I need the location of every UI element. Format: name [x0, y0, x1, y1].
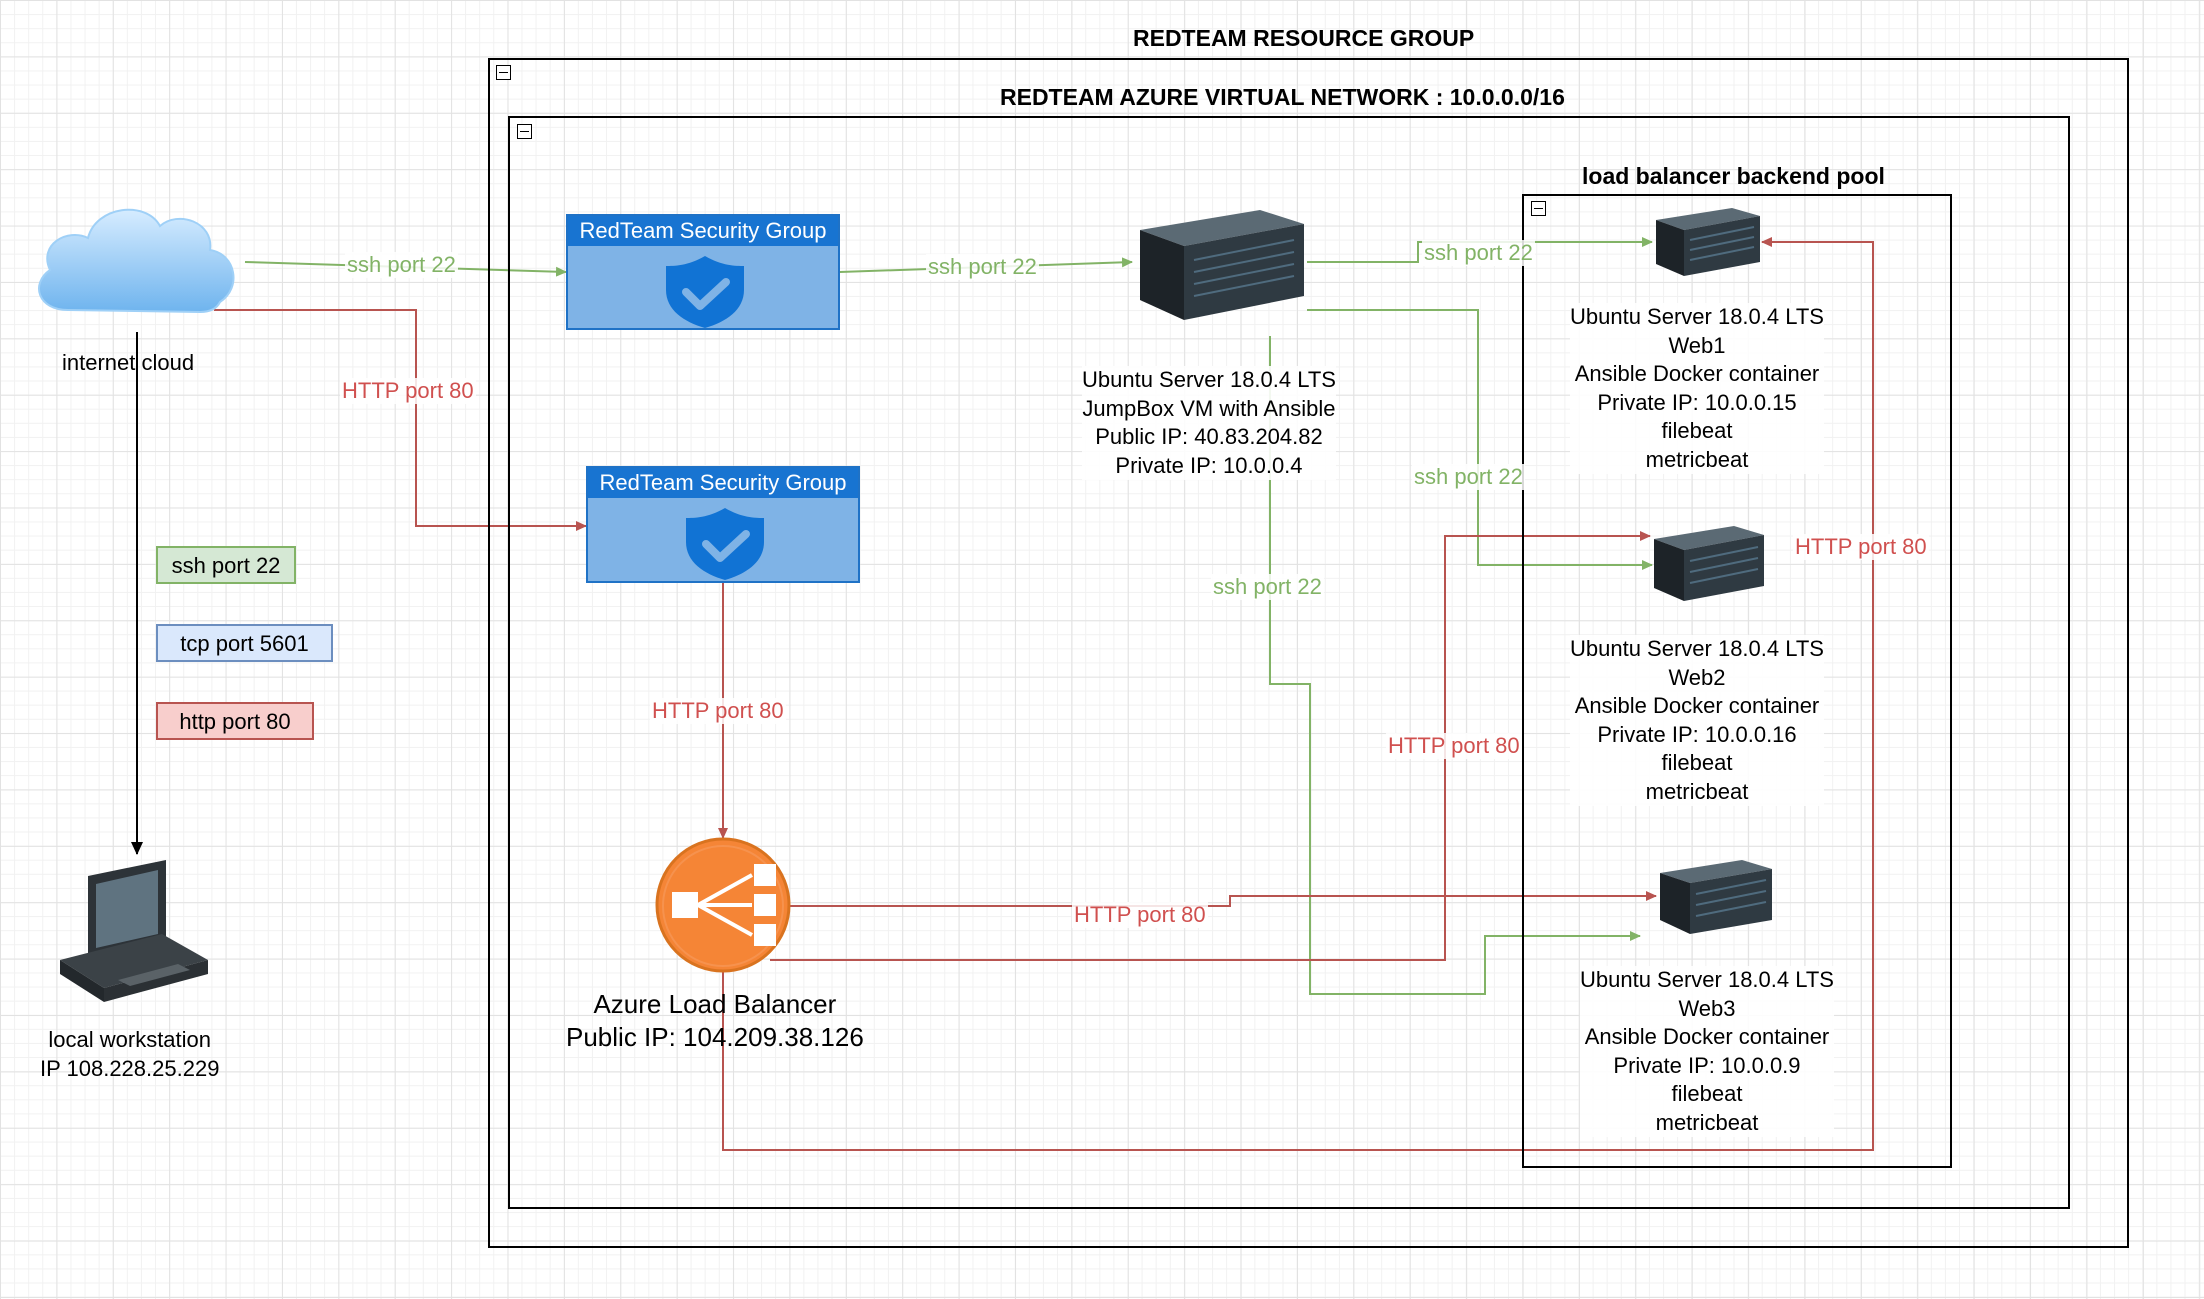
edge-cloud-to-nsg2 — [214, 309, 587, 531]
backend-pool-title: load balancer backend pool — [1582, 163, 1885, 189]
edge-label-jumpbox-to-web2: ssh port 22 — [1412, 464, 1525, 490]
jumpbox-line: Ubuntu Server 18.0.4 LTS — [1082, 367, 1336, 392]
legend-http: http port 80 — [156, 702, 314, 740]
web2-line: Web2 — [1668, 664, 1726, 690]
internet-cloud-label: internet cloud — [62, 350, 195, 375]
edge-jumpbox-to-web2 — [1307, 309, 1653, 570]
jumpbox-server-icon[interactable] — [1132, 208, 1307, 322]
web1-line: Private IP: 10.0.0.15 — [1597, 389, 1797, 415]
jumpbox-line: Private IP: 10.0.0.4 — [1115, 452, 1303, 478]
web3-line: Ubuntu Server 18.0.4 LTS — [1580, 967, 1834, 992]
resource-group-container — [488, 58, 2129, 1248]
workstation-ip-line: IP 108.228.25.229 — [40, 1055, 220, 1081]
web3-line: filebeat — [1671, 1081, 1743, 1106]
web2-line: filebeat — [1661, 750, 1733, 775]
legend-ssh: ssh port 22 — [156, 546, 296, 584]
cloud-icon — [38, 208, 235, 314]
edge-label-lb-to-web1: HTTP port 80 — [1793, 534, 1929, 560]
load-balancer-ip: Public IP: 104.209.38.126 — [566, 1022, 864, 1052]
web1-server-icon[interactable] — [1652, 206, 1762, 278]
web3-line: metricbeat — [1655, 1109, 1759, 1135]
edge-jumpbox-to-web3 — [1269, 336, 1641, 995]
edge-label-cloud-to-nsg2: HTTP port 80 — [340, 378, 476, 404]
web3-line: Web3 — [1678, 995, 1736, 1021]
edge-label-nsg1-to-jumpbox: ssh port 22 — [926, 254, 1039, 280]
edge-label-nsg2-to-lb: HTTP port 80 — [650, 698, 786, 724]
web1-line: Ubuntu Server 18.0.4 LTS — [1570, 304, 1824, 329]
web3-line: Ansible Docker container — [1584, 1024, 1830, 1049]
jumpbox-label: Ubuntu Server 18.0.4 LTS JumpBox VM with… — [1082, 366, 1336, 480]
backend-pool-container — [1522, 194, 1952, 1168]
security-group-http[interactable]: RedTeam Security Group — [586, 466, 860, 583]
edge-label-jumpbox-to-web1: ssh port 22 — [1422, 240, 1535, 266]
web2-server-icon[interactable] — [1650, 524, 1766, 604]
web3-server-icon[interactable] — [1656, 858, 1774, 936]
virtual-network-container — [508, 116, 2070, 1209]
edge-label-jumpbox-to-web3: ssh port 22 — [1211, 574, 1324, 600]
legend-tcp: tcp port 5601 — [156, 624, 333, 662]
edge-lb-to-web1 — [722, 237, 1874, 1151]
security-group-title: RedTeam Security Group — [588, 468, 858, 498]
security-group-title: RedTeam Security Group — [568, 216, 838, 246]
workstation-icon — [60, 860, 208, 1002]
web1-line: Web1 — [1668, 332, 1726, 358]
backend-pool-collapse-icon[interactable] — [1531, 201, 1546, 216]
resource-group-title: REDTEAM RESOURCE GROUP — [1133, 25, 1475, 51]
shield-icon — [666, 256, 744, 328]
web2-line: Ansible Docker container — [1574, 693, 1820, 718]
web3-line: Private IP: 10.0.0.9 — [1613, 1052, 1801, 1078]
jumpbox-line: Public IP: 40.83.204.82 — [1095, 424, 1323, 449]
web2-line: Ubuntu Server 18.0.4 LTS — [1570, 636, 1824, 661]
web1-line: metricbeat — [1645, 446, 1749, 472]
load-balancer-name: Azure Load Balancer — [593, 989, 837, 1019]
web2-label: Ubuntu Server 18.0.4 LTS Web2 Ansible Do… — [1570, 635, 1824, 806]
web2-line: metricbeat — [1645, 778, 1749, 804]
web2-line: Private IP: 10.0.0.16 — [1597, 721, 1797, 747]
security-group-ssh[interactable]: RedTeam Security Group — [566, 214, 840, 330]
edge-lb-to-web3 — [790, 891, 1657, 907]
shield-icon — [686, 508, 764, 580]
web1-label: Ubuntu Server 18.0.4 LTS Web1 Ansible Do… — [1570, 303, 1824, 474]
edge-jumpbox-to-web1 — [1307, 237, 1653, 263]
load-balancer-label: Azure Load Balancer Public IP: 104.209.3… — [566, 988, 864, 1054]
virtual-network-collapse-icon[interactable] — [517, 124, 532, 139]
resource-group-collapse-icon[interactable] — [496, 65, 511, 80]
edge-label-lb-to-web2: HTTP port 80 — [1386, 733, 1522, 759]
web3-label: Ubuntu Server 18.0.4 LTS Web3 Ansible Do… — [1580, 966, 1834, 1137]
web1-line: filebeat — [1661, 418, 1733, 443]
edge-label-cloud-to-nsg1: ssh port 22 — [345, 252, 458, 278]
load-balancer-icon[interactable] — [654, 836, 792, 974]
edge-label-lb-to-web3: HTTP port 80 — [1072, 902, 1208, 928]
workstation-label-line: local workstation — [48, 1027, 212, 1052]
virtual-network-title: REDTEAM AZURE VIRTUAL NETWORK : 10.0.0.0… — [1000, 84, 1565, 110]
jumpbox-line: JumpBox VM with Ansible — [1082, 395, 1336, 421]
workstation-label: local workstation IP 108.228.25.229 — [40, 1026, 219, 1083]
web1-line: Ansible Docker container — [1574, 361, 1820, 386]
